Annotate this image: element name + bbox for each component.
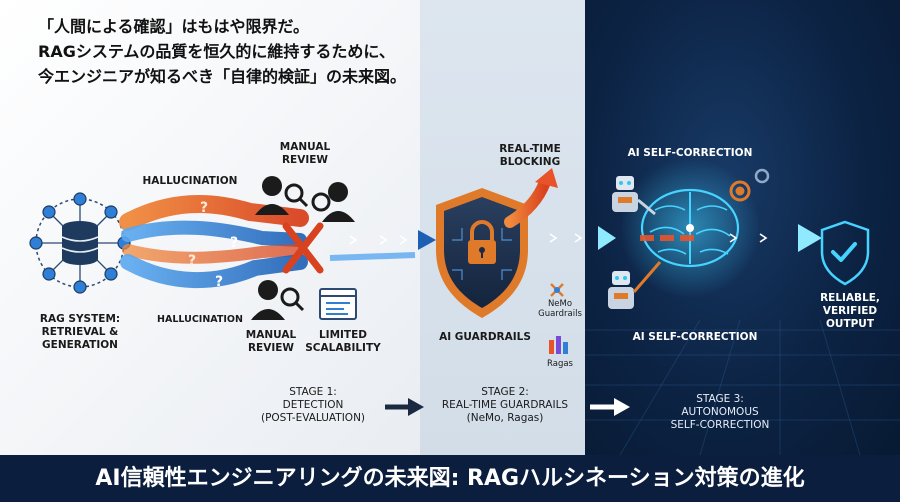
headline: 「人間による確認」はもはや限界だ。 RAGシステムの品質を恒久的に維持するために…: [38, 14, 458, 89]
stage-2-line-3: (NeMo, Ragas): [466, 412, 544, 424]
verified-output-shield-icon: [820, 220, 870, 286]
rag-system-label-line-3: GENERATION: [42, 339, 118, 351]
stage-2-line-1: STAGE 2:: [481, 386, 529, 398]
stage-1-line-1: STAGE 1:: [289, 386, 337, 398]
hallucination-bottom-label: HALLUCINATION: [157, 314, 243, 325]
rag-system-label: RAG SYSTEM: RETRIEVAL & GENERATION: [30, 313, 130, 352]
manual-review-bottom-line-1: MANUAL: [245, 329, 297, 341]
rejection-x-icon: [282, 222, 324, 274]
hallucination-flows: ? ? ? ?: [119, 194, 309, 290]
stage-1-line-2: DETECTION: [282, 399, 344, 411]
real-time-blocking-arrow: [504, 168, 558, 228]
ai-brain-icon: [620, 158, 760, 298]
reliable-output-line-3: OUTPUT: [826, 318, 874, 330]
reliable-output-label: RELIABLE, VERIFIED OUTPUT: [810, 292, 890, 331]
manual-reviewer-bottom-icon: [251, 280, 305, 320]
ai-self-correction-top-label: AI SELF-CORRECTION: [627, 147, 753, 159]
svg-text:?: ?: [188, 253, 196, 269]
stage-3-label: STAGE 3: AUTONOMOUS SELF-CORRECTION: [650, 393, 790, 432]
ai-self-correction-bottom-label: AI SELF-CORRECTION: [632, 331, 758, 343]
limited-scalability-icon: [319, 288, 357, 320]
reliable-output-line-1: RELIABLE,: [820, 292, 880, 304]
footer-title: AI信頼性エンジニアリングの未来図: RAGハルシネーション対策の進化: [0, 455, 900, 502]
stage-3-line-1: STAGE 3:: [696, 393, 744, 405]
manual-reviewer-top-2-icon: [311, 182, 355, 222]
svg-text:?: ?: [230, 235, 238, 251]
hallucination-top-label: HALLUCINATION: [142, 175, 238, 187]
rag-system-network-icon: [29, 192, 131, 294]
ragas-icon: [549, 336, 568, 354]
self-correction-flow: [610, 224, 822, 252]
nemo-guardrails-label: NeMo Guardrails: [535, 299, 585, 319]
headline-line-3: 今エンジニアが知るべき「自律的検証」の未来図。: [38, 67, 407, 86]
gear-small-icon: [754, 168, 770, 184]
svg-text:?: ?: [200, 200, 208, 216]
nemo-guardrails-line-2: Guardrails: [538, 309, 582, 319]
nemo-guardrails-line-1: NeMo: [547, 299, 573, 309]
stage-1-line-3: (POST-EVALUATION): [260, 412, 366, 424]
manual-reviewer-top-icon: [255, 176, 309, 215]
nemo-guardrails-icon: [550, 283, 564, 297]
limited-scalability-line-1: LIMITED: [318, 329, 367, 341]
rag-system-label-line-1: RAG SYSTEM:: [39, 313, 121, 325]
stage-1-label: STAGE 1: DETECTION (POST-EVALUATION): [243, 386, 383, 425]
ai-guardrails-shield-icon: [436, 188, 528, 318]
stage-3-line-2: AUTONOMOUS: [681, 406, 759, 418]
ragas-label: Ragas: [547, 359, 573, 369]
stage-progress-arrows: [385, 398, 630, 416]
rag-system-label-line-2: RETRIEVAL &: [41, 326, 119, 338]
robot-top-icon: [612, 176, 656, 216]
robot-bottom-icon: [608, 261, 662, 309]
manual-review-top-line-1: MANUAL: [279, 141, 331, 153]
manual-review-top-label: MANUAL REVIEW: [270, 141, 340, 167]
limited-scalability-label: LIMITED SCALABILITY: [303, 329, 383, 355]
gears-icon: [729, 180, 751, 202]
grid-floor: [585, 319, 900, 455]
manual-review-bottom-line-2: REVIEW: [247, 342, 295, 354]
manual-review-bottom-label: MANUAL REVIEW: [236, 329, 306, 355]
svg-text:?: ?: [215, 274, 223, 290]
headline-line-1: 「人間による確認」はもはや限界だ。: [38, 17, 310, 36]
flow-artwork: ? ? ? ?: [29, 158, 900, 455]
stage-2-label: STAGE 2: REAL-TIME GUARDRAILS (NeMo, Rag…: [430, 386, 580, 425]
real-time-blocking-line-2: BLOCKING: [499, 156, 561, 168]
headline-line-2: RAGシステムの品質を恒久的に維持するために、: [38, 42, 395, 61]
manual-review-top-line-2: REVIEW: [281, 154, 329, 166]
real-time-blocking-label: REAL-TIME BLOCKING: [490, 143, 570, 169]
reliable-output-line-2: VERIFIED: [822, 305, 878, 317]
stage-3-line-3: SELF-CORRECTION: [670, 419, 770, 431]
stage-2-line-2: REAL-TIME GUARDRAILS: [441, 399, 569, 411]
stage1-to-2-arrows: [320, 230, 436, 261]
real-time-blocking-line-1: REAL-TIME: [499, 143, 561, 155]
limited-scalability-line-2: SCALABILITY: [305, 342, 381, 354]
ai-guardrails-label: AI GUARDRAILS: [439, 331, 531, 343]
stage2-to-3-arrow: [530, 226, 616, 250]
